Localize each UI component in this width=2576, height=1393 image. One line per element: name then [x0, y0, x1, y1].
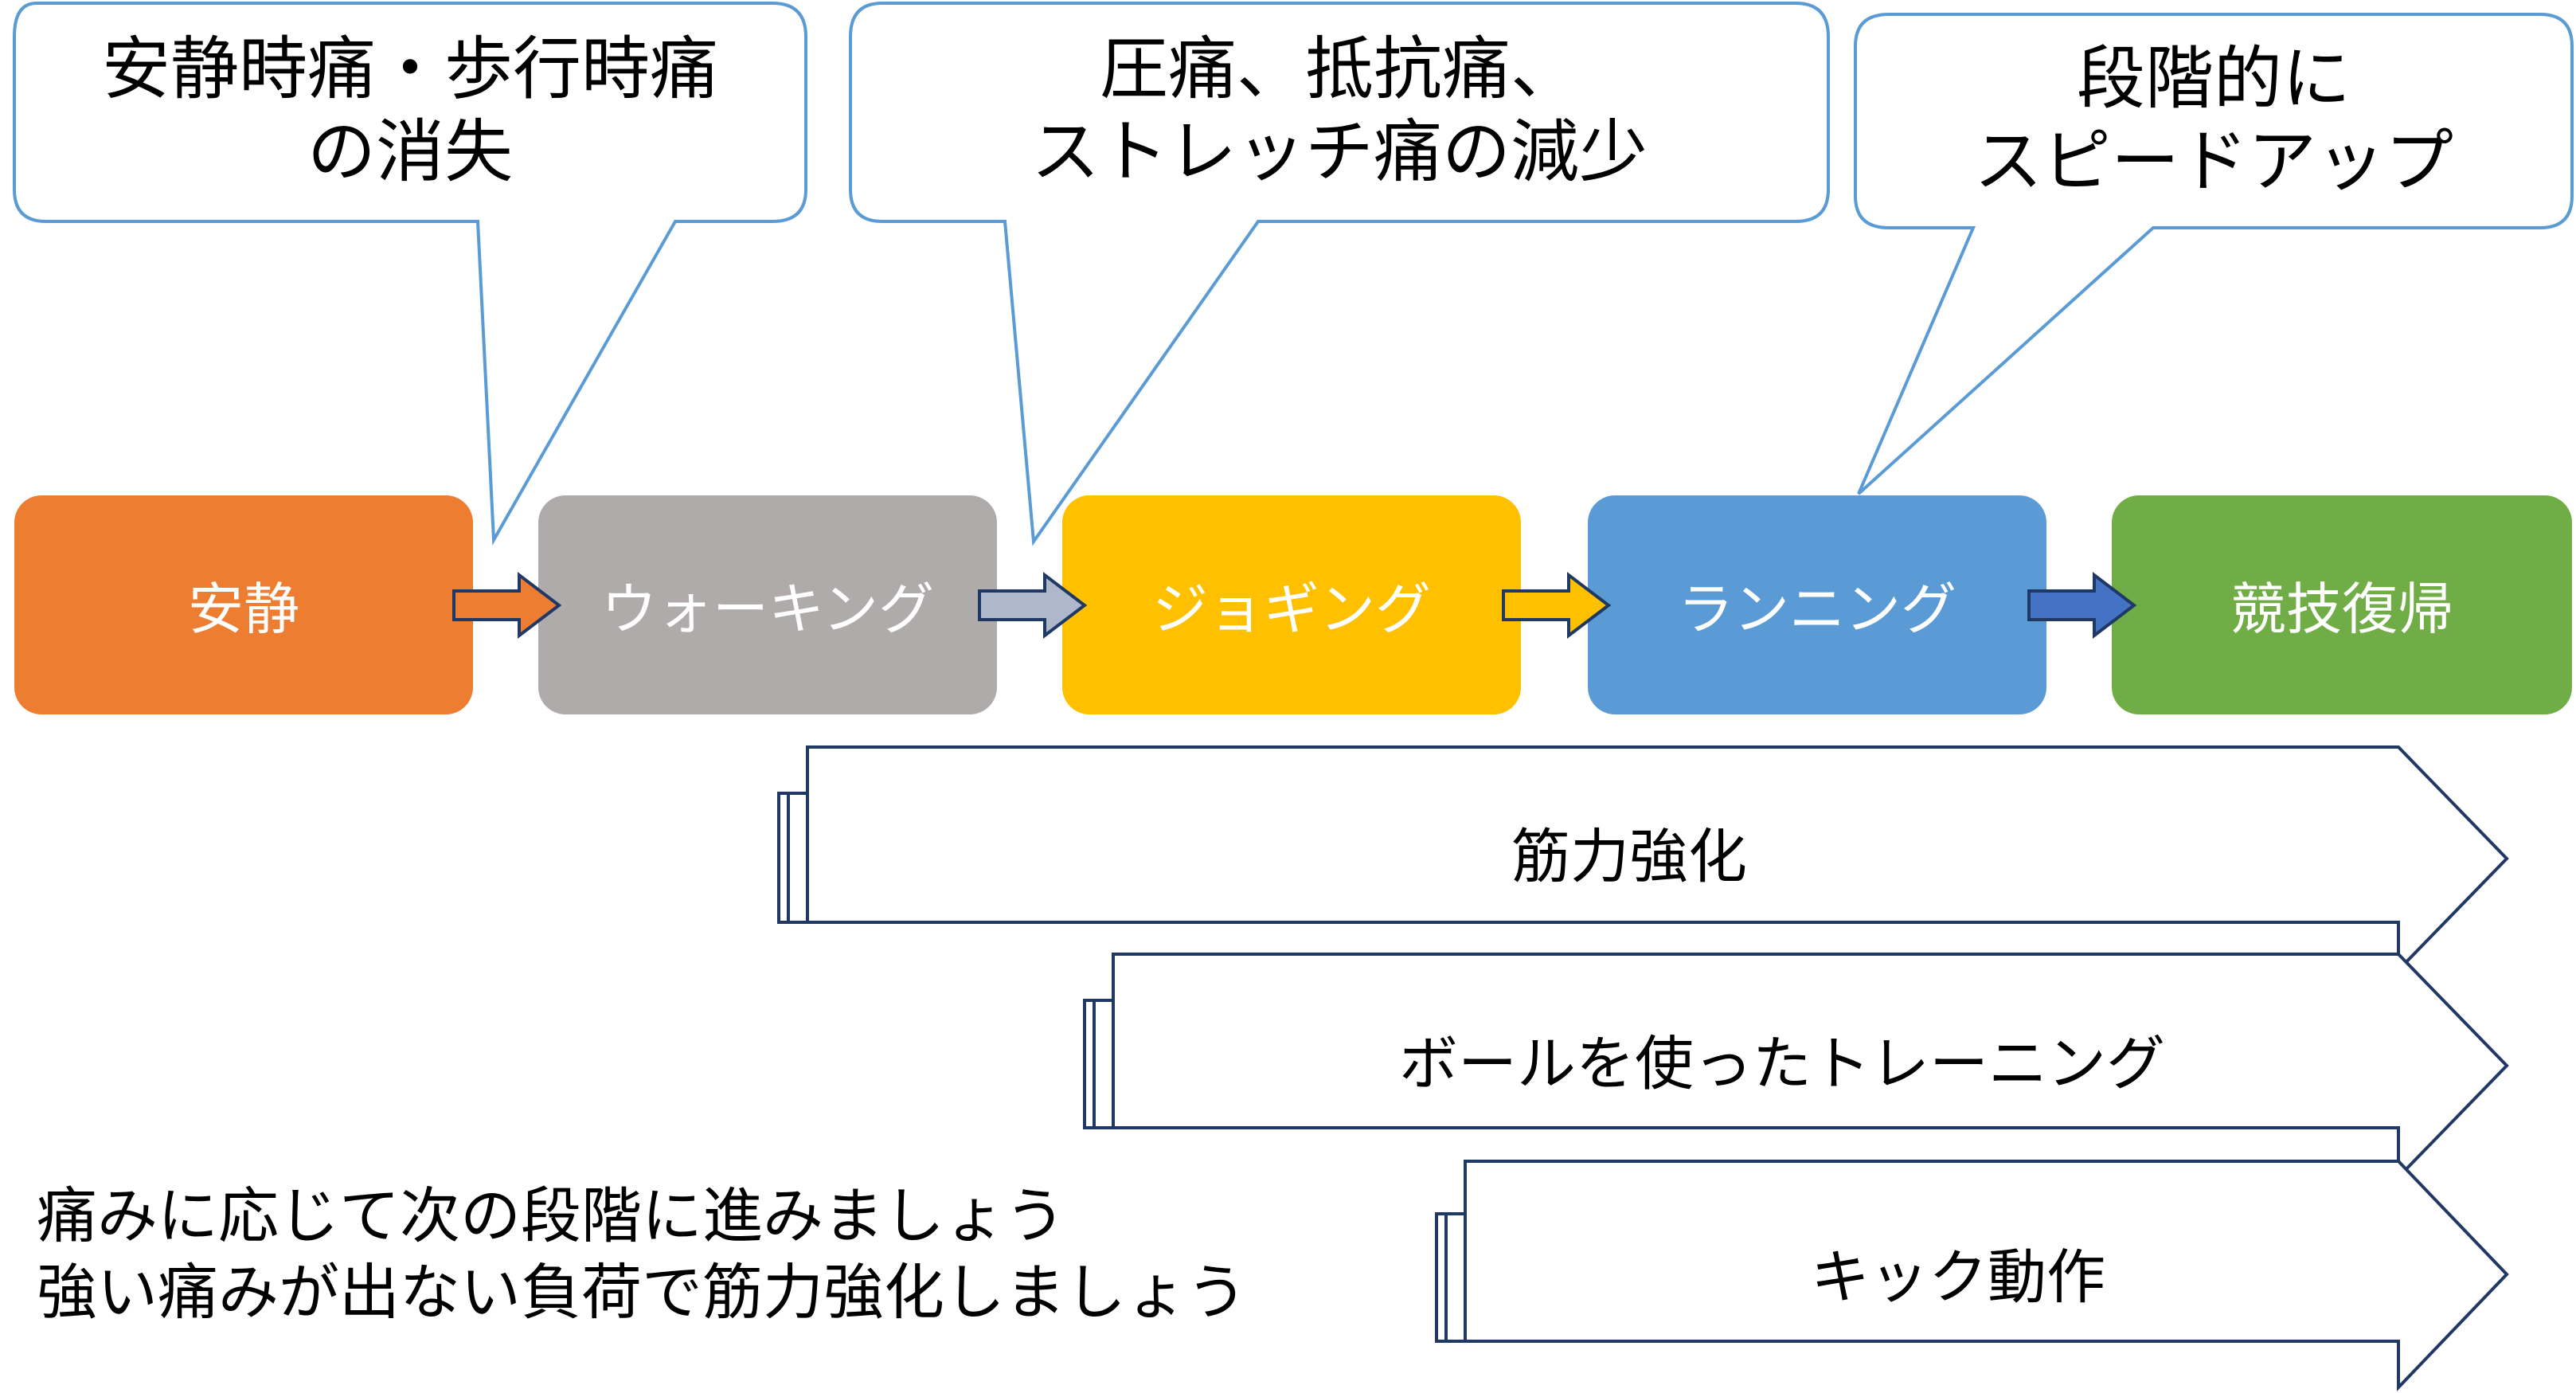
- step-label-rest: 安静: [188, 577, 299, 642]
- callout-bubble-3: [1854, 13, 2574, 495]
- callout-2-line1: 圧痛、抵抗痛、: [1100, 29, 1579, 109]
- step-box-walking: [538, 495, 997, 714]
- connector-arrow-3: [1502, 571, 1612, 640]
- step-label-walking: ウォーキング: [601, 577, 934, 642]
- callout-text-1: 安静時痛・歩行時痛 の消失: [24, 11, 796, 210]
- step-label-running: ランニング: [1678, 577, 1956, 642]
- callout-bubble-1: [13, 1, 807, 546]
- callout-3-line1: 段階的に: [2077, 39, 2351, 119]
- bar-arrow-ball-training: [1083, 953, 2509, 1181]
- callout-1-line2: の消失: [307, 112, 513, 192]
- note-line-2: 強い痛みが出ない負荷で筋力強化しましょう: [37, 1257, 1247, 1328]
- connector-arrow-1: [452, 571, 562, 640]
- callout-bubble-2: [849, 2, 1830, 546]
- callout-3-line2: スピードアップ: [1974, 122, 2453, 202]
- step-box-jogging: [1062, 495, 1521, 714]
- connector-arrow-2: [978, 571, 1088, 640]
- connector-arrow-4: [2027, 571, 2137, 640]
- bar-label-ball-training: ボールを使ったトレーニング: [1399, 1029, 2165, 1098]
- bar-arrow-kick: [1435, 1160, 2509, 1391]
- step-box-running: [1588, 495, 2046, 714]
- note-line-1: 痛みに応じて次の段階に進みましょう: [37, 1180, 1065, 1251]
- step-box-return: [2112, 495, 2572, 714]
- callout-1-line1: 安静時痛・歩行時痛: [102, 29, 718, 109]
- step-label-return: 競技復帰: [2230, 577, 2453, 642]
- step-label-jogging: ジョギング: [1152, 577, 1431, 642]
- callout-text-3: 段階的に スピードアップ: [1865, 21, 2562, 220]
- bar-label-strength: 筋力強化: [1511, 822, 1747, 891]
- callout-text-2: 圧痛、抵抗痛、 ストレッチ痛の減少: [860, 11, 1819, 210]
- callout-2-line2: ストレッチ痛の減少: [1031, 112, 1648, 192]
- bar-arrow-strength: [777, 745, 2509, 974]
- step-box-rest: [14, 495, 473, 714]
- bar-label-kick: キック動作: [1811, 1242, 2105, 1312]
